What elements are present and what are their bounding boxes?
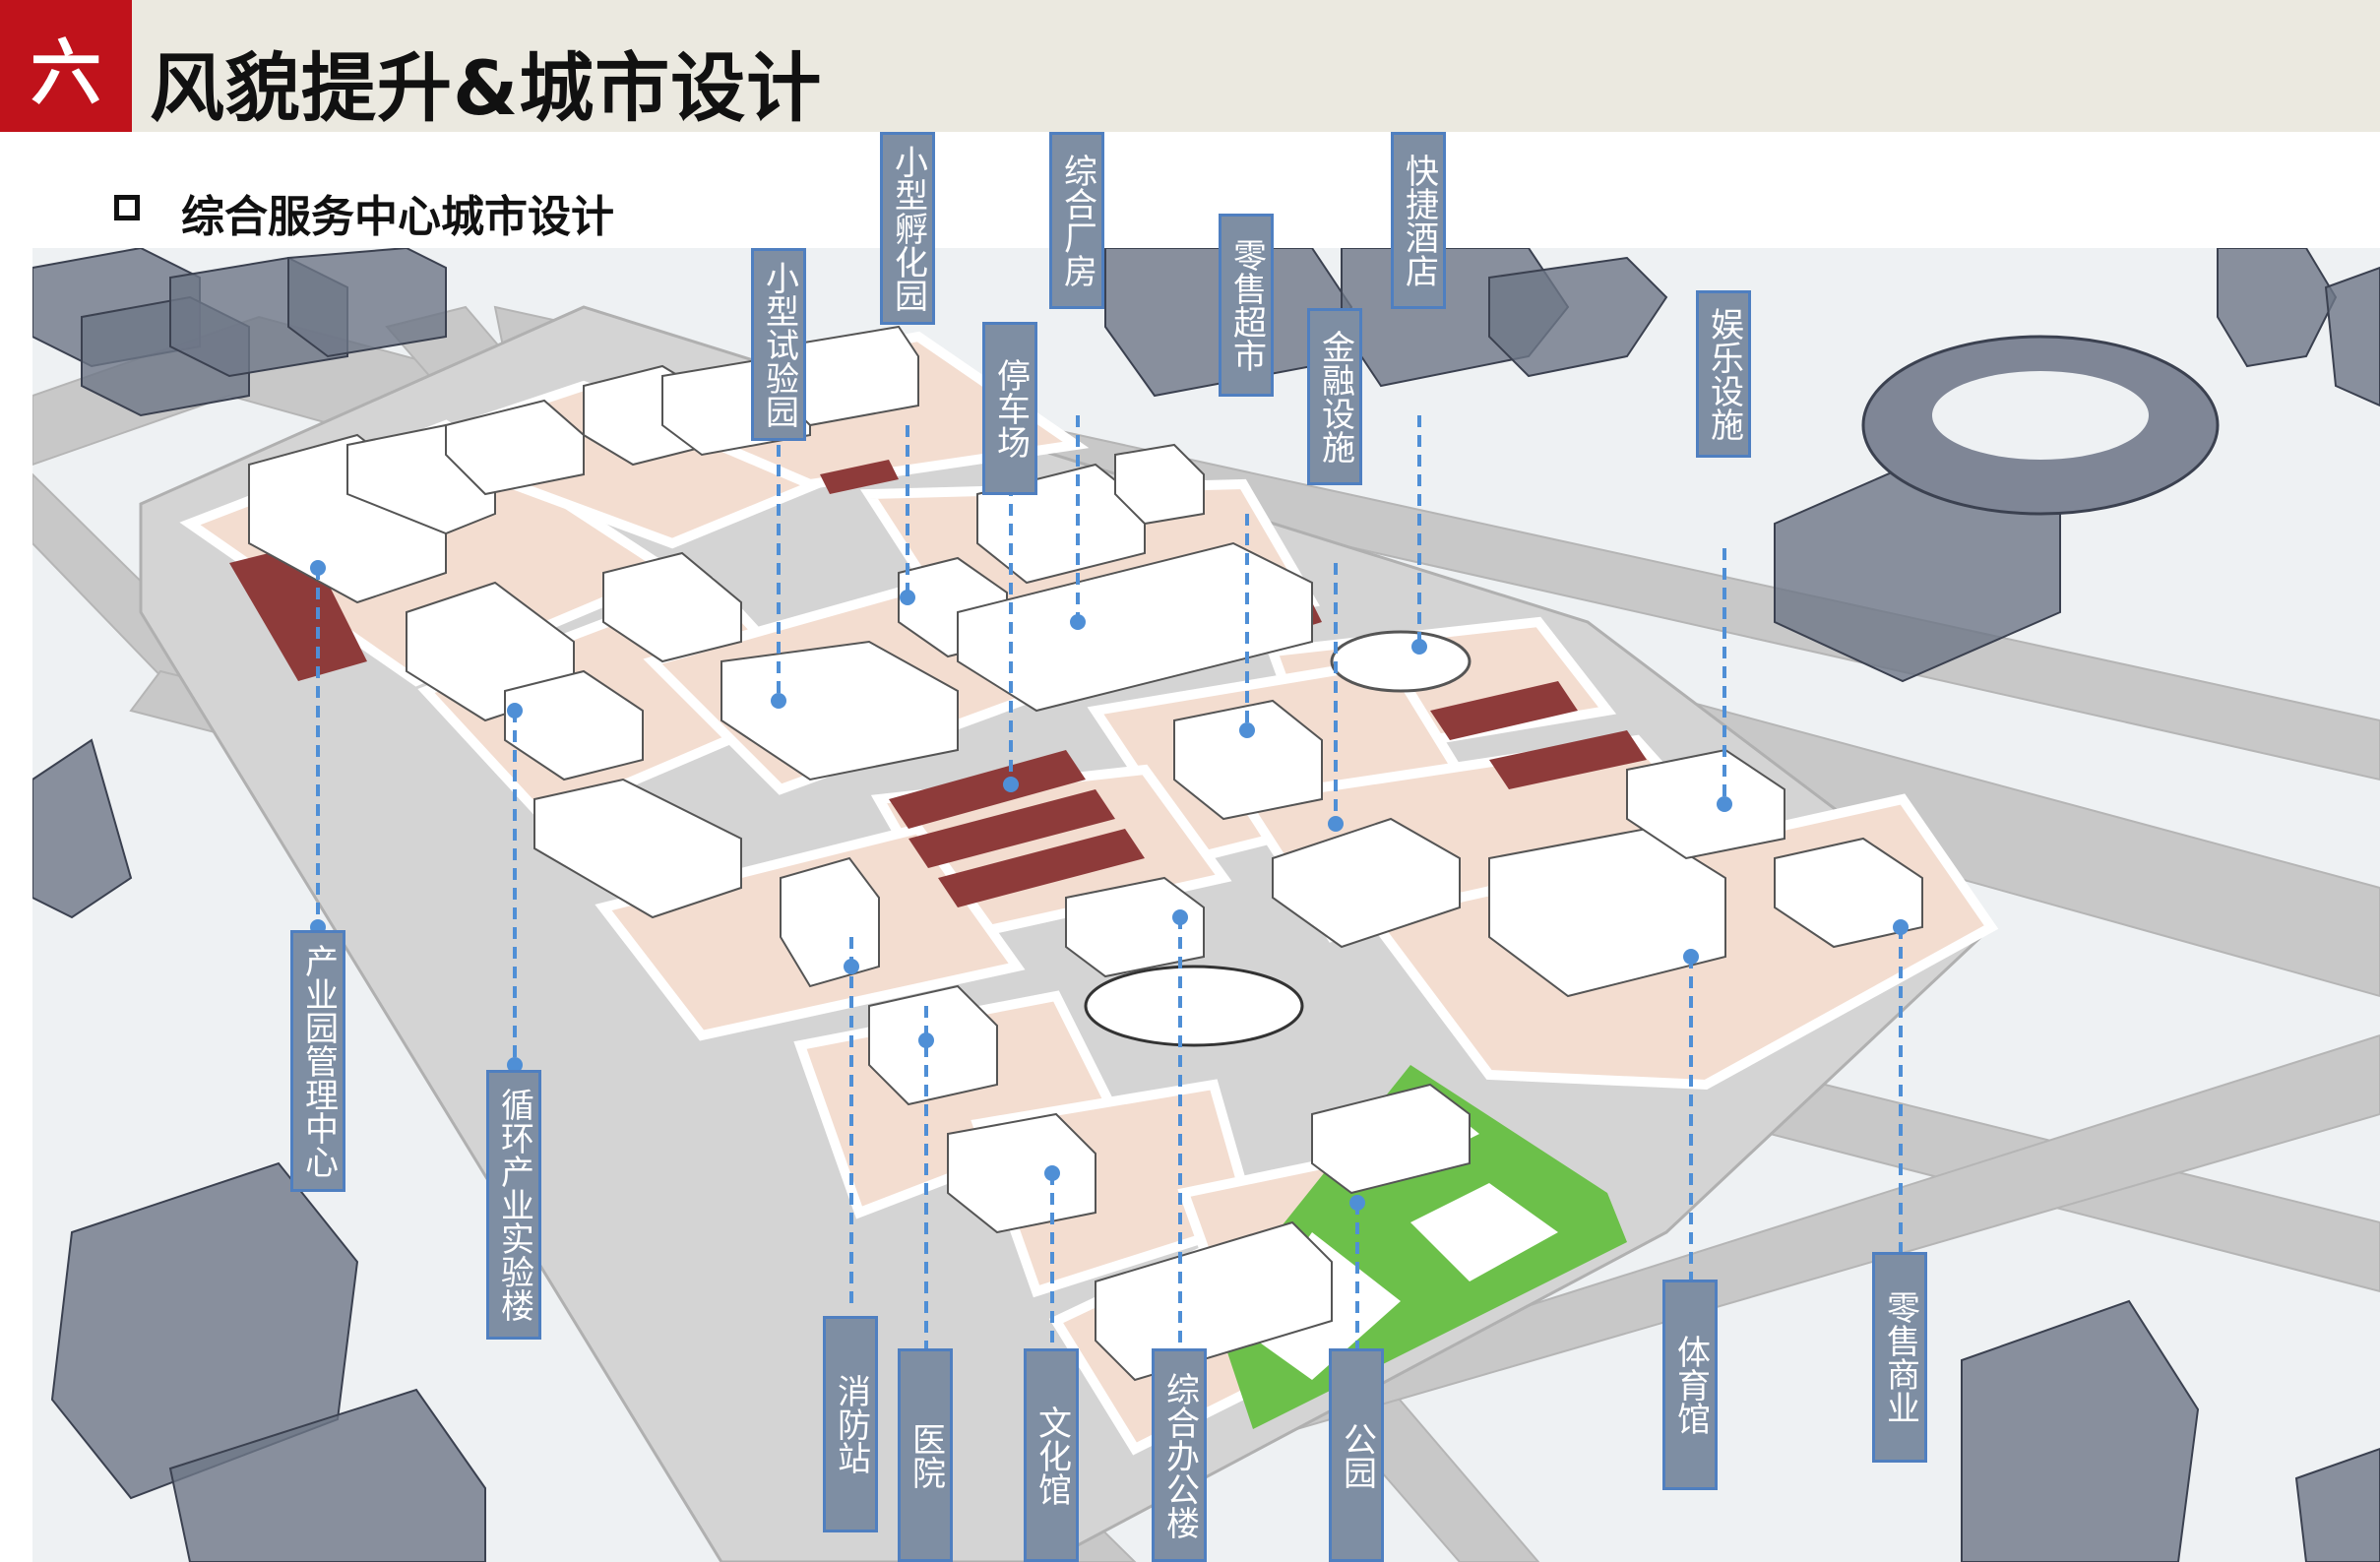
label-fire-station: 消防站 xyxy=(823,1316,878,1532)
label-parking-lot: 停车场 xyxy=(982,322,1037,495)
label-office-building: 综合办公楼 xyxy=(1152,1348,1207,1562)
label-gymnasium: 体育馆 xyxy=(1662,1280,1718,1490)
label-express-hotel: 快捷酒店 xyxy=(1391,132,1446,309)
section-subtitle: 综合服务中心城市设计 xyxy=(114,181,614,244)
label-retail-commerce: 零售商业 xyxy=(1872,1252,1927,1463)
leader-dots xyxy=(310,560,1909,1211)
label-hospital: 医院 xyxy=(898,1348,953,1562)
page-title: 风貌提升&城市设计 xyxy=(150,44,823,132)
hotel-ring-building xyxy=(1330,630,1472,693)
bullet-square-icon xyxy=(114,195,140,220)
label-financial-facility: 金融设施 xyxy=(1307,308,1362,485)
label-industrial-plant: 综合厂房 xyxy=(1049,132,1104,309)
label-small-test-park: 小型试验园 xyxy=(751,248,806,441)
plaza-roof xyxy=(1084,965,1304,1047)
label-park: 公园 xyxy=(1329,1348,1384,1562)
label-retail-supermarket: 零售超市 xyxy=(1219,214,1274,397)
site-buildings xyxy=(248,325,1923,1382)
section-subtitle-text: 综合服务中心城市设计 xyxy=(181,192,614,242)
label-cultural-center: 文化馆 xyxy=(1024,1348,1079,1562)
ring-tower-hole xyxy=(1932,371,2149,460)
label-entertainment-facility: 娱乐设施 xyxy=(1696,290,1751,458)
section-number-badge: 六 xyxy=(0,0,132,132)
label-circular-industry-lab: 循环产业实验楼 xyxy=(486,1070,541,1340)
leader-lines xyxy=(316,415,1903,1348)
label-industrial-park-management: 产业园管理中心 xyxy=(290,930,345,1192)
label-small-incubator: 小型孵化园 xyxy=(880,132,935,325)
header-bar: 六 风貌提升&城市设计 xyxy=(0,0,2380,132)
